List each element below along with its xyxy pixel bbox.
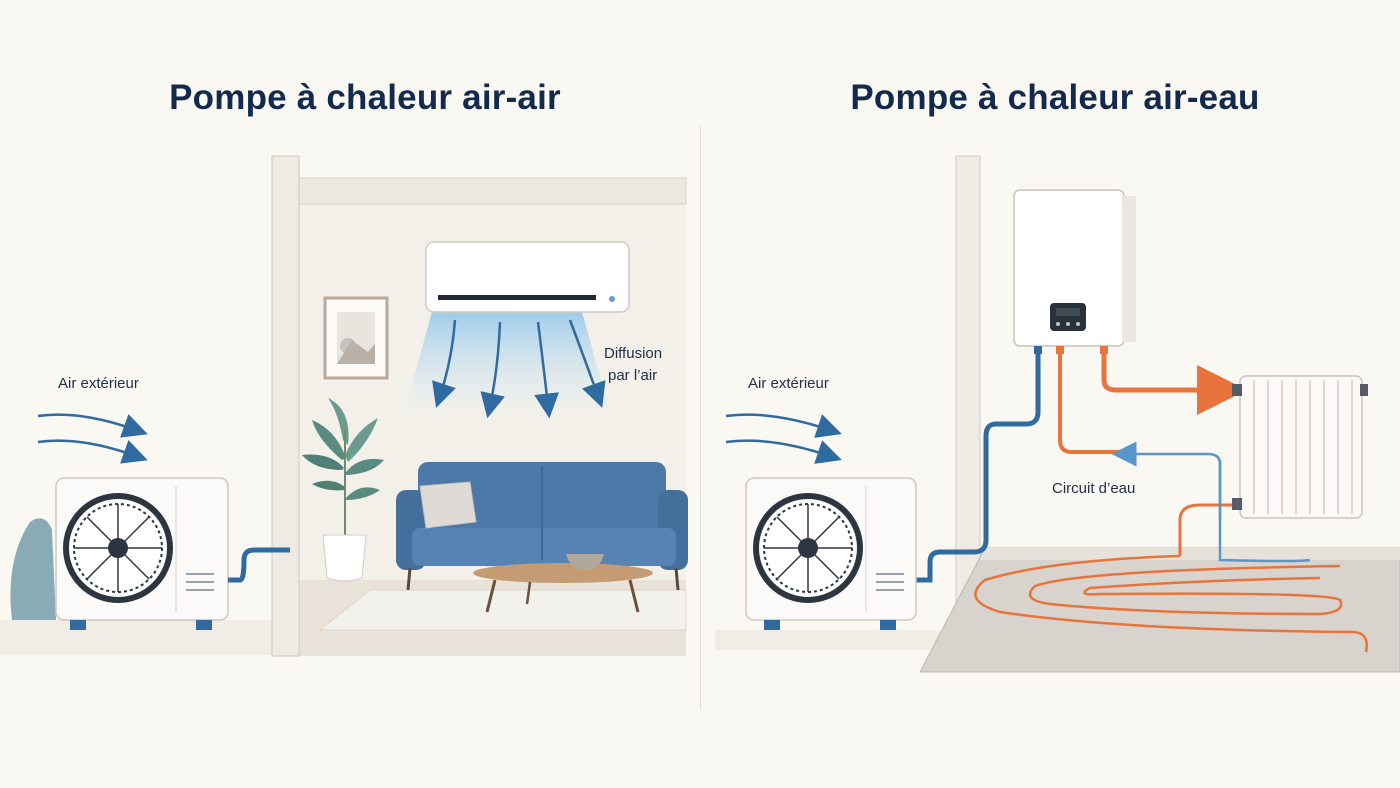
label-diffusion-line2: par l’air bbox=[608, 367, 658, 384]
outdoor-unit-left bbox=[10, 477, 290, 630]
panel-divider bbox=[700, 125, 701, 710]
title-air-air: Pompe à chaleur air-air bbox=[169, 78, 561, 117]
sofa bbox=[396, 462, 688, 591]
rug bbox=[318, 589, 687, 631]
outdoor-air-arrows-right bbox=[725, 413, 842, 464]
ceiling-beam bbox=[297, 177, 687, 205]
coffee-table bbox=[473, 554, 653, 613]
airflow-arrows bbox=[432, 319, 606, 419]
right-scene bbox=[715, 155, 1400, 673]
label-air-exterieur-left: Air extérieur bbox=[58, 375, 139, 392]
radiator bbox=[1232, 375, 1368, 519]
pipes-right bbox=[914, 354, 1247, 583]
wall-picture bbox=[323, 296, 389, 380]
label-air-exterieur-right: Air extérieur bbox=[748, 375, 829, 392]
label-diffusion-line1: Diffusion bbox=[604, 345, 663, 362]
indoor-hydraulic-module bbox=[1013, 189, 1136, 354]
wall-pillar bbox=[271, 155, 300, 657]
title-air-eau: Pompe à chaleur air-eau bbox=[850, 78, 1260, 117]
label-circuit-eau: Circuit d’eau bbox=[1052, 480, 1136, 497]
ground-right bbox=[715, 630, 940, 650]
ground-left bbox=[0, 620, 290, 655]
outdoor-unit-right bbox=[745, 477, 917, 630]
left-scene bbox=[0, 155, 688, 657]
potted-plant bbox=[302, 398, 384, 582]
outdoor-air-arrows-left bbox=[37, 413, 148, 464]
heated-floor bbox=[919, 460, 1400, 673]
